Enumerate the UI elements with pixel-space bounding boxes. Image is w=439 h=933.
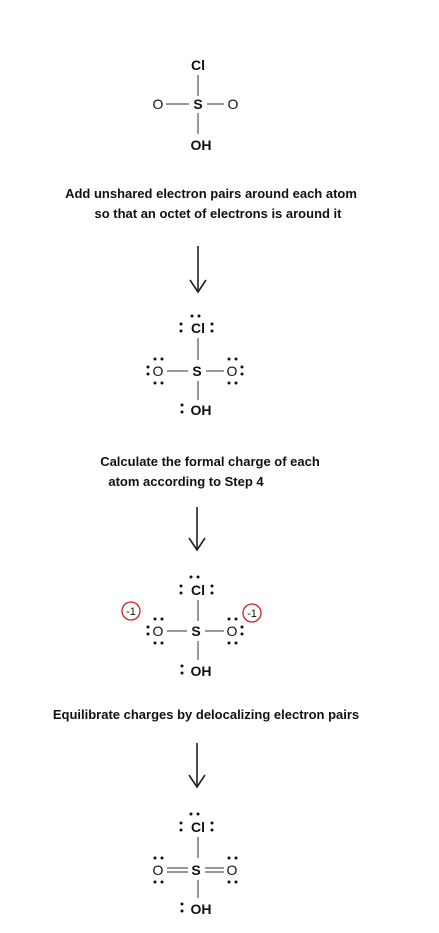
- atom-o-left: O: [153, 96, 164, 112]
- atom-o-left: O: [153, 363, 164, 379]
- lone-pairs-o-right: [227, 856, 238, 884]
- atom-oh: OH: [191, 901, 212, 917]
- arrow-down-icon: [189, 246, 207, 294]
- atom-s: S: [191, 862, 200, 878]
- lone-pairs-o-left: [146, 617, 164, 645]
- lone-pairs-o-left: [153, 856, 164, 884]
- atom-o-right: O: [227, 862, 238, 878]
- svg-text:-1: -1: [126, 606, 136, 618]
- atom-o-right: O: [228, 96, 239, 112]
- lone-pairs-oh: [180, 664, 184, 675]
- atom-oh: OH: [191, 663, 212, 679]
- lone-pairs-cl: [179, 575, 214, 595]
- lone-pairs-oh: [180, 403, 184, 414]
- atom-cl: Cl: [191, 57, 205, 73]
- formal-charge-left-oxygen: -1: [121, 601, 141, 621]
- atom-oh: OH: [191, 137, 212, 153]
- structure-delocalized: Cl O S O OH: [153, 812, 238, 917]
- formal-charge-right-oxygen: -1: [242, 603, 262, 623]
- arrow-down-icon: [188, 743, 206, 789]
- atom-s: S: [193, 96, 202, 112]
- lone-pairs-o-right: [227, 357, 244, 385]
- caption-step2-line2: atom according to Step 4: [108, 474, 264, 489]
- atom-o-right: O: [227, 623, 238, 639]
- atom-o-right: O: [227, 363, 238, 379]
- double-bond-s-o-left: [167, 867, 188, 873]
- atom-o-left: O: [153, 862, 164, 878]
- caption-step2-line1: Calculate the formal charge of each: [100, 454, 320, 469]
- double-bond-s-o-right: [205, 867, 224, 873]
- lone-pairs-cl: [179, 314, 214, 333]
- structure-skeleton: Cl O S O OH: [153, 57, 239, 153]
- atom-oh: OH: [191, 402, 212, 418]
- caption-step1-line1: Add unshared electron pairs around each …: [65, 186, 357, 201]
- atom-s: S: [191, 623, 200, 639]
- lone-pairs-o-right: [227, 617, 244, 645]
- svg-text:-1: -1: [247, 608, 257, 620]
- lone-pairs-cl: [179, 812, 214, 832]
- atom-cl: Cl: [191, 582, 205, 598]
- structure-formal-charges: Cl -1 O S O -1: [121, 575, 262, 679]
- atom-o-left: O: [153, 623, 164, 639]
- atom-s: S: [192, 363, 201, 379]
- atom-cl: Cl: [191, 320, 205, 336]
- arrow-down-icon: [188, 507, 206, 552]
- lone-pairs-o-left: [146, 357, 164, 385]
- structure-octets: Cl O S O OH: [146, 314, 244, 418]
- atom-cl: Cl: [191, 819, 205, 835]
- caption-step3: Equilibrate charges by delocalizing elec…: [53, 707, 359, 722]
- caption-step1-line2: so that an octet of electrons is around …: [94, 206, 342, 221]
- lone-pairs-oh: [180, 902, 184, 913]
